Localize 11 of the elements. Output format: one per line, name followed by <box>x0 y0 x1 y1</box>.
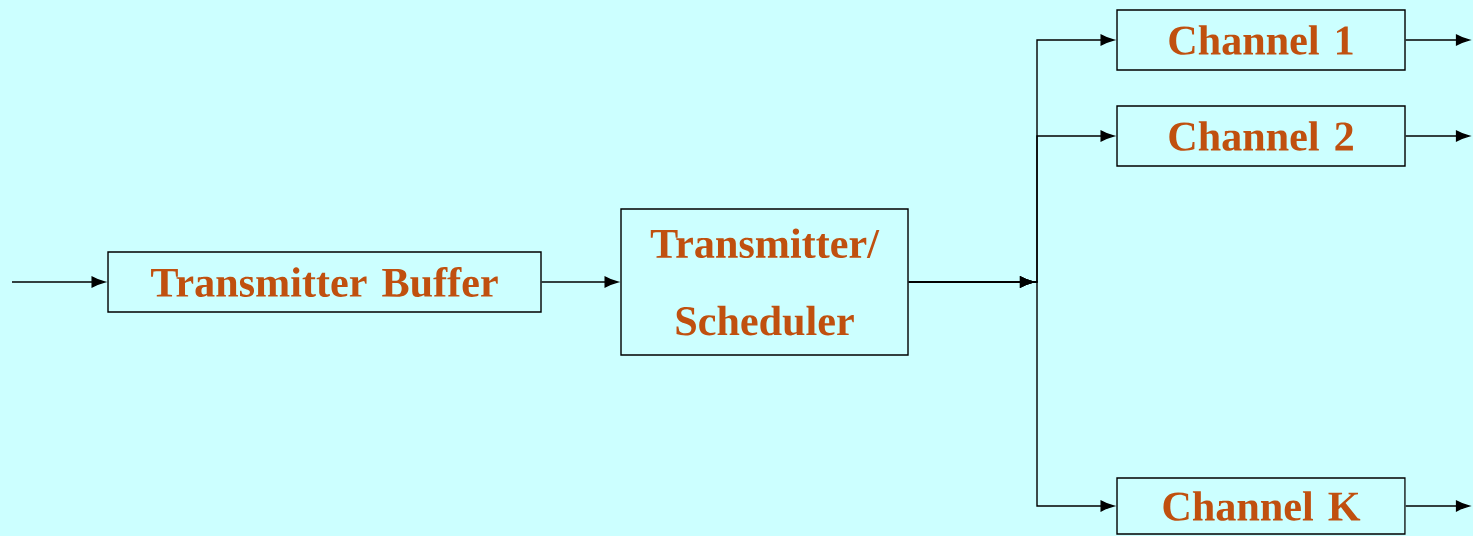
arrow <box>11 276 106 288</box>
process-box: Channel K <box>1116 477 1406 535</box>
process-box: Channel 1 <box>1116 9 1406 71</box>
arrow <box>541 276 619 288</box>
arrow <box>1405 130 1470 142</box>
process-box: Transmitter Buffer <box>107 251 542 313</box>
arrow <box>1405 500 1470 512</box>
process-box: Channel 2 <box>1116 105 1406 167</box>
arrow <box>908 276 1115 512</box>
process-box: Transmitter/ Scheduler <box>620 208 909 356</box>
arrow <box>1405 34 1470 46</box>
